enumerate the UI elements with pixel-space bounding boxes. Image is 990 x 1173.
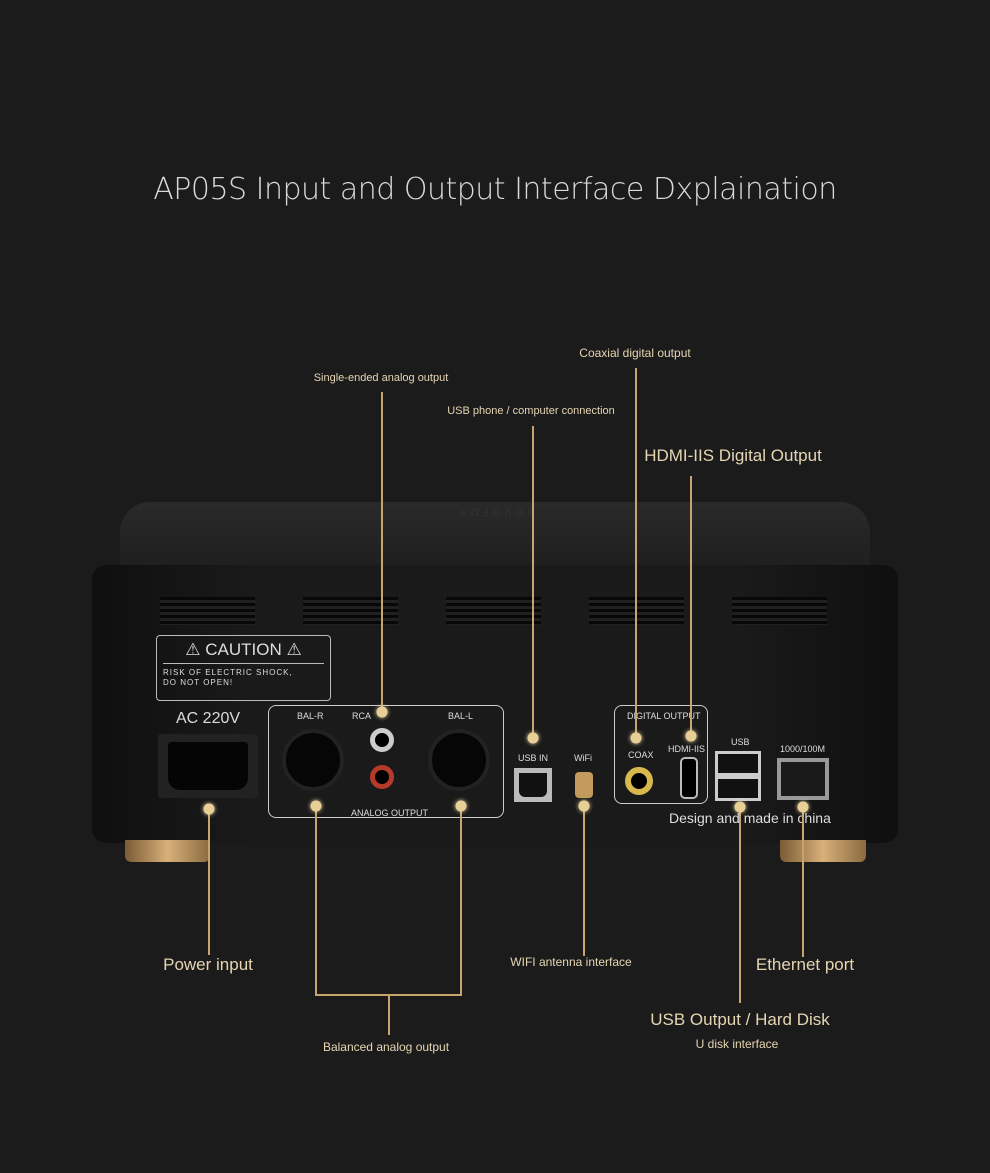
rca-label: RCA [352,711,372,721]
callout-line [460,806,462,995]
coax-label: COAX [628,750,654,760]
wifi-label: WiFi [574,753,592,763]
caution-text: RISK OF ELECTRIC SHOCK, [163,668,293,677]
rca-white-port [370,728,394,752]
callout-dot [734,801,746,813]
analog-output-label: ANALOG OUTPUT [351,808,429,818]
callout-line [315,806,317,995]
hdmi-iis-label: HDMI-IIS [668,744,705,754]
callout-dot [797,801,809,813]
callout-ethernet: Ethernet port [755,955,855,974]
callout-single-ended: Single-ended analog output [313,372,449,384]
callout-dot [455,800,467,812]
callout-dot [527,732,539,744]
callout-line [388,995,390,1035]
callout-u-disk: U disk interface [695,1037,779,1051]
callout-line [532,426,534,738]
callout-dot [203,803,215,815]
page-title: AP05S Input and Output Interface Dxplain… [153,172,837,207]
analog-output-panel [268,705,504,818]
callout-coaxial: Coaxial digital output [579,346,691,360]
device-top: XOVOFOX [120,502,870,572]
usb-label: USB [731,737,750,747]
vent [446,597,541,625]
warning-icon: ⚠ [286,640,302,659]
bal-l-label: BAL-L [448,711,474,721]
vent [303,597,398,625]
callout-power: Power input [163,955,253,974]
usb-b-port [514,768,552,802]
callout-usb-output: USB Output / Hard Disk [650,1010,830,1029]
callout-line [739,807,741,1003]
rca-red-port [370,765,394,789]
callout-line [315,994,462,996]
callout-line [690,476,692,738]
digital-output-panel [614,705,708,804]
callout-dot [376,706,388,718]
usb-a-port [715,751,761,801]
foot [125,840,210,862]
sma-antenna-port [575,772,593,798]
hdmi-port [680,757,698,799]
warning-icon: ⚠ [185,640,201,659]
callout-usb-phone: USB phone / computer connection [447,405,615,417]
callout-dot [578,800,590,812]
made-in-text: Design and made in china [669,810,831,826]
digital-output-label: DIGITAL OUTPUT [627,711,701,721]
vent [589,597,684,625]
caution-text: DO NOT OPEN! [163,678,234,687]
foot [780,840,866,862]
vent [160,597,255,625]
callout-dot [685,730,697,742]
xlr-bal-r-port [282,729,344,791]
ethernet-label: 1000/100M [780,744,826,754]
ethernet-port [777,758,829,800]
callout-hdmi: HDMI-IIS Digital Output [644,446,822,465]
coax-port [625,767,653,795]
bal-r-label: BAL-R [297,711,324,721]
vent [732,597,827,625]
power-socket [158,734,258,798]
callout-line [802,807,804,957]
ac-label: AC 220V [176,710,241,727]
xlr-bal-l-port [428,729,490,791]
callout-dot [630,732,642,744]
caution-heading: CAUTION [205,640,282,659]
usb-in-label: USB IN [518,753,549,763]
callout-line [583,806,585,956]
caution-label: ⚠ CAUTION ⚠ RISK OF ELECTRIC SHOCK, DO N… [156,635,331,701]
callout-dot [310,800,322,812]
callout-line [208,809,210,955]
callout-wifi: WIFI antenna interface [510,955,632,969]
callout-line [635,368,637,738]
callout-line [381,392,383,712]
brand-mark: XOVOFOX [456,506,534,517]
callout-balanced: Balanced analog output [322,1040,450,1054]
